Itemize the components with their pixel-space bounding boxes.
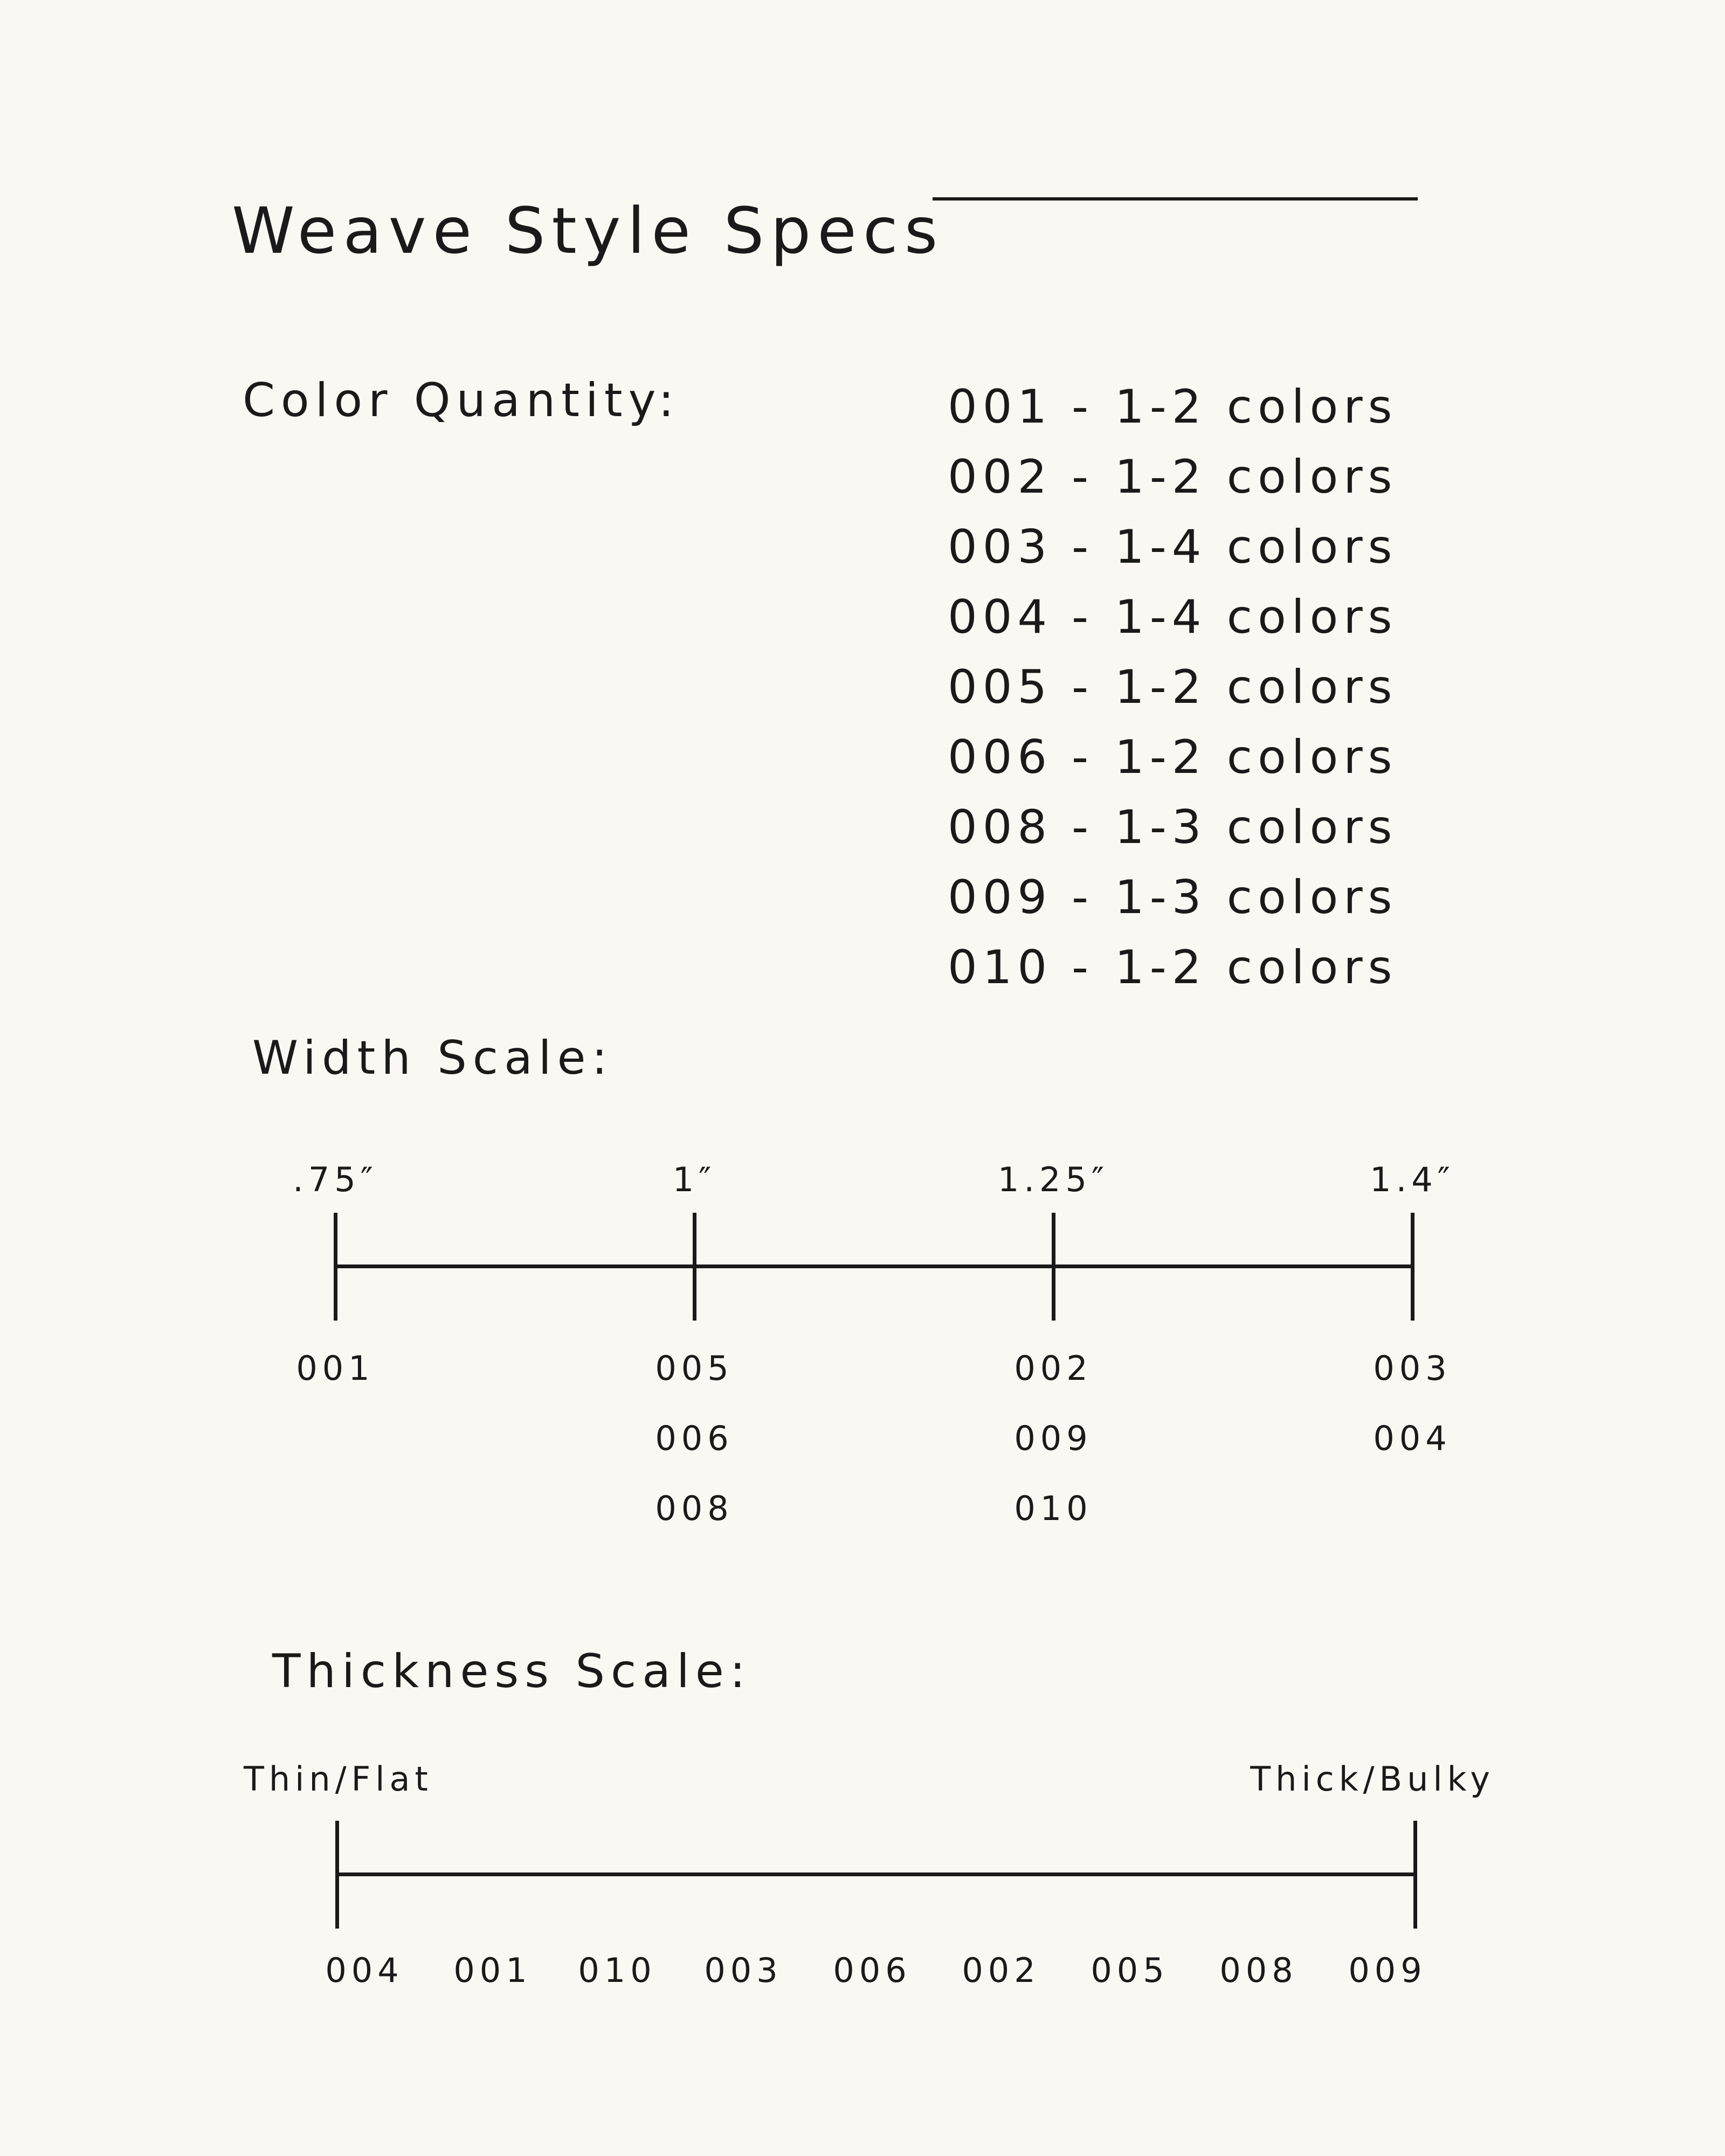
color-range: 1-4 colors (1115, 590, 1398, 644)
style-code: 003 (1373, 1349, 1452, 1388)
color-quantity-row: 006-1-2 colors (948, 722, 1397, 792)
style-code: 003 (948, 520, 1053, 574)
width-code-column: 003 004 (1373, 1352, 1451, 1492)
color-quantity-row: 004-1-4 colors (948, 582, 1397, 652)
separator: - (1072, 450, 1094, 504)
separator: - (1072, 380, 1094, 434)
color-quantity-row: 008-1-3 colors (948, 792, 1397, 862)
separator: - (1072, 800, 1094, 854)
color-range: 1-2 colors (1115, 941, 1398, 994)
style-code: 002 (1014, 1349, 1093, 1388)
separator: - (1072, 870, 1094, 924)
width-tick-label: 1.25″ (997, 1160, 1109, 1199)
style-code: 009 (1014, 1419, 1093, 1458)
width-tick-label: .75″ (293, 1160, 378, 1199)
color-quantity-heading: Color Quantity: (243, 374, 680, 427)
color-quantity-row: 002-1-2 colors (948, 442, 1397, 512)
thickness-end-tick (1413, 1821, 1417, 1929)
width-tick (1052, 1213, 1055, 1321)
separator: - (1072, 660, 1094, 714)
color-quantity-row: 005-1-2 colors (948, 652, 1397, 722)
thickness-code: 010 (578, 1951, 657, 1990)
style-code: 005 (948, 660, 1053, 714)
color-range: 1-2 colors (1115, 660, 1398, 714)
thickness-axis-line (337, 1872, 1417, 1876)
color-quantity-row: 003-1-4 colors (948, 512, 1397, 582)
page-title: Weave Style Specs (232, 194, 944, 268)
thickness-code: 008 (1219, 1951, 1298, 1990)
color-quantity-list: 001-1-2 colors 002-1-2 colors 003-1-4 co… (948, 372, 1397, 1003)
style-code: 008 (948, 800, 1053, 854)
style-code: 004 (948, 590, 1053, 644)
thin-flat-label: Thin/Flat (244, 1759, 433, 1799)
style-code: 001 (948, 380, 1053, 434)
width-tick-label: 1″ (672, 1160, 716, 1199)
title-rule (933, 197, 1418, 201)
thickness-code: 004 (325, 1951, 404, 1990)
color-range: 1-4 colors (1115, 520, 1398, 574)
width-tick (334, 1213, 337, 1321)
thickness-code: 009 (1348, 1951, 1427, 1990)
separator: - (1072, 590, 1094, 644)
separator: - (1072, 941, 1094, 994)
width-tick (1411, 1213, 1414, 1321)
color-range: 1-2 colors (1115, 450, 1398, 504)
style-code: 010 (948, 941, 1053, 994)
thickness-start-tick (335, 1821, 339, 1929)
color-quantity-row: 009-1-3 colors (948, 862, 1397, 932)
width-tick-label: 1.4″ (1370, 1160, 1455, 1199)
style-code: 006 (948, 730, 1053, 784)
style-code: 009 (948, 870, 1053, 924)
style-code: 005 (655, 1349, 734, 1388)
thickness-code: 006 (833, 1951, 912, 1990)
color-quantity-row: 001-1-2 colors (948, 372, 1397, 442)
style-code: 010 (1014, 1489, 1093, 1528)
separator: - (1072, 730, 1094, 784)
color-range: 1-3 colors (1115, 870, 1398, 924)
thickness-code: 002 (962, 1951, 1040, 1990)
color-quantity-row: 010-1-2 colors (948, 932, 1397, 1003)
separator: - (1072, 520, 1094, 574)
width-scale-heading: Width Scale: (252, 1031, 613, 1085)
width-code-column: 002 009 010 (1014, 1352, 1092, 1562)
color-range: 1-2 colors (1115, 380, 1398, 434)
width-code-column: 005 006 008 (655, 1352, 733, 1562)
thickness-scale-heading: Thickness Scale: (272, 1644, 751, 1698)
width-axis-line (335, 1264, 1414, 1268)
width-tick (693, 1213, 696, 1321)
width-code-column: 001 (296, 1352, 374, 1422)
style-code: 006 (655, 1419, 734, 1458)
thickness-code: 001 (453, 1951, 532, 1990)
thickness-code: 003 (704, 1951, 783, 1990)
thick-bulky-label: Thick/Bulky (1250, 1759, 1495, 1799)
style-code: 004 (1373, 1419, 1452, 1458)
style-code: 001 (296, 1349, 375, 1388)
style-code: 008 (655, 1489, 734, 1528)
color-range: 1-2 colors (1115, 730, 1398, 784)
style-code: 002 (948, 450, 1053, 504)
color-range: 1-3 colors (1115, 800, 1398, 854)
thickness-code: 005 (1091, 1951, 1169, 1990)
